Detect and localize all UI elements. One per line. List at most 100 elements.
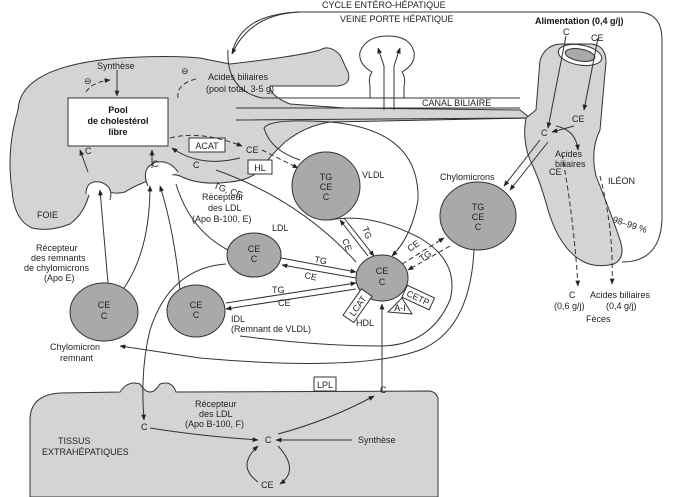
remnant-receptor-label-4: (Apo E): [44, 273, 75, 283]
ce-label: CE: [572, 114, 585, 124]
ldl-label: LDL: [272, 223, 289, 233]
liver-synthesis-label: Synthèse: [97, 61, 135, 71]
ext-ldl-receptor-label-3: (Apo B-100, F): [185, 419, 244, 429]
ldl-receptor-label-1: Récepteur: [202, 192, 244, 202]
c-label: C: [541, 128, 548, 138]
tg-label: TG: [314, 254, 328, 266]
svg-text:CE: CE: [320, 182, 333, 192]
ileum-label: ILÉON: [608, 176, 635, 186]
hepatic-lipase-box: [247, 159, 273, 175]
hl-label: HL: [254, 163, 266, 173]
portal-vein: [227, 49, 520, 99]
pool-label-1: Pool: [108, 105, 128, 115]
svg-text:TG: TG: [320, 172, 333, 182]
svg-text:CE: CE: [190, 300, 203, 310]
feces-cholesterol-amount: (0,6 g/j): [554, 301, 585, 311]
ce-label: CE: [261, 480, 274, 490]
ileum-bile-acids-label-2: biliaires: [555, 159, 586, 169]
lpl-enzyme-box: [313, 376, 337, 392]
svg-text:C: C: [379, 277, 386, 287]
svg-text:C: C: [101, 311, 108, 321]
enterohepatic-cycle-label: CYCLE ENTÉRO-HÉPATIQUE: [322, 0, 446, 10]
svg-text:A-I: A-I: [394, 303, 406, 313]
feces-bile-acids-label: Acides biliaires: [590, 290, 651, 300]
chylomicron-remnant-label-1: Chylomicron: [50, 342, 100, 352]
svg-text:TG: TG: [472, 202, 485, 212]
bile-canal-label: CANAL BILIAIRE: [422, 98, 491, 108]
lpl-label: LPL: [317, 380, 333, 390]
ileum-bile-acids-label-1: Acides: [555, 149, 583, 159]
svg-text:CE: CE: [472, 212, 485, 222]
svg-text:CE: CE: [376, 266, 389, 276]
c-label: C: [141, 422, 148, 432]
extrahepatic-tissue-label-2: EXTRAHÉPATIQUES: [42, 447, 129, 457]
ext-ldl-receptor-label-2: des LDL: [199, 409, 233, 419]
vldl-label: VLDL: [362, 170, 385, 180]
portal-vein-bulb: [359, 35, 415, 98]
remnant-receptor-label-2: des remnants: [31, 253, 86, 263]
feces-cholesterol-label: C: [569, 290, 576, 300]
hdl-label: HDL: [356, 318, 374, 328]
bile-acids-pool-label: (pool total, 3-5 g): [206, 84, 274, 94]
tg-label: TG: [272, 285, 285, 295]
idl-remnant-label: (Remnant de VLDL): [231, 324, 311, 334]
pool-label-2: de cholestérol: [87, 116, 148, 126]
ce-label: CE: [278, 298, 291, 308]
c-label: C: [265, 435, 272, 445]
inhibition-icon: ⊖: [181, 66, 189, 76]
tissue-synthesis-label: Synthèse: [358, 435, 396, 445]
ldl-particle: CE C LDL: [226, 223, 289, 278]
diet-intake-label: Alimentation (0,4 g/j): [535, 16, 624, 26]
svg-text:C: C: [251, 254, 258, 264]
bile-acids-label: Acides biliaires: [208, 72, 269, 82]
vldl-particle: TG CE C VLDL: [291, 151, 385, 221]
acat-enzyme-box: [188, 137, 226, 153]
acat-label: ACAT: [195, 141, 219, 151]
c-label: C: [563, 27, 570, 37]
extrahepatic-tissue-label-1: TISSUS: [58, 436, 91, 446]
free-cholesterol-pool-box: [67, 97, 169, 147]
ldl-receptor-label-3: (Apo B-100, E): [192, 214, 252, 224]
c-label: C: [193, 160, 200, 170]
tg-label: TG: [417, 248, 433, 263]
c-label: C: [85, 146, 92, 156]
ce-label: CE: [340, 237, 354, 252]
ce-label: CE: [246, 145, 259, 155]
c-label: C: [152, 159, 159, 169]
ext-ldl-receptor-label-1: Récepteur: [195, 399, 237, 409]
svg-text:CE: CE: [98, 300, 111, 310]
chylomicrons-label: Chylomicrons: [440, 172, 495, 182]
tg-label: TG: [360, 225, 374, 240]
svg-text:C: C: [193, 310, 200, 320]
svg-text:C: C: [475, 222, 482, 232]
cycle-arrow: [231, 11, 301, 55]
liver-label: FOIE: [37, 210, 58, 220]
ldl-receptor-label-2: des LDL: [208, 203, 242, 213]
feces-bile-acids-amount: (0,4 g/j): [606, 301, 637, 311]
idl-label: IDL: [231, 314, 245, 324]
ce-label: CE: [405, 238, 421, 253]
liver-shape: [9, 47, 532, 230]
bile-canal: [235, 107, 531, 121]
inhibition-icon: ⊖: [84, 76, 92, 86]
svg-text:C: C: [323, 192, 330, 202]
chylomicron-remnant-particle: CE C Chylomicron remnant: [50, 282, 139, 363]
ce-label: CE: [304, 270, 318, 282]
remnant-receptor-label-1: Récepteur: [36, 243, 78, 253]
idl-particle: CE C IDL (Remnant de VLDL): [166, 284, 311, 338]
hdl-particle: CE C HDL: [355, 254, 409, 328]
remnant-receptor-label-3: de chylomicrons: [24, 263, 90, 273]
ce-label: CE: [591, 33, 604, 43]
extrahepatic-tissue-shape: [29, 382, 439, 497]
enterohepatic-cycle-loop: [231, 11, 663, 263]
chylomicron-particle: TG CE C Chylomicrons: [439, 172, 517, 251]
ce-label: CE: [549, 167, 562, 177]
chylomicron-remnant-label-2: remnant: [60, 353, 94, 363]
ldl-receptor-liver: [144, 161, 179, 187]
feces-label: Fèces: [586, 314, 611, 324]
apo-a1-triangle: A-I: [386, 297, 413, 315]
pool-label-3: libre: [108, 127, 127, 137]
portal-vein-label: VEINE PORTE HÉPATIQUE: [340, 14, 454, 24]
c-label: C: [380, 385, 387, 395]
